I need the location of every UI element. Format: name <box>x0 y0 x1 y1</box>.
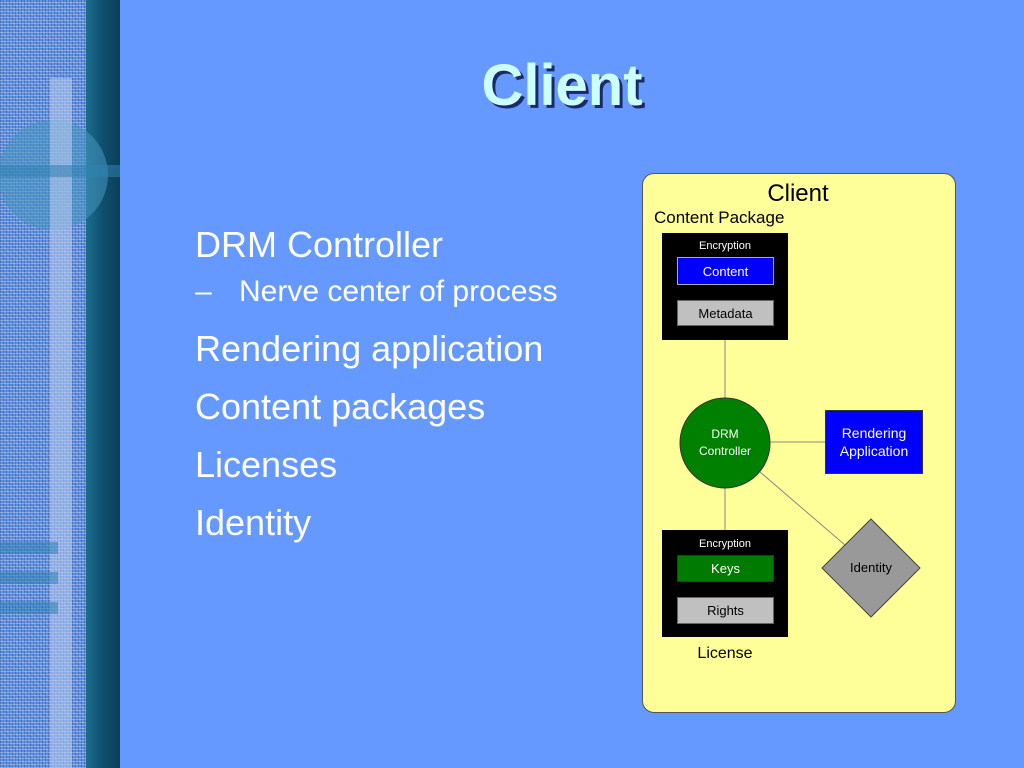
drm-controller-line1: DRM <box>711 427 739 441</box>
decorative-vertical-band <box>50 78 72 768</box>
license-encryption-label: Encryption <box>699 538 751 550</box>
connector-controller-identity <box>759 471 846 546</box>
package-encryption-label: Encryption <box>699 240 751 252</box>
sub-bullet-text: Nerve center of process <box>239 275 558 308</box>
panel-title: Client <box>767 180 829 207</box>
decorative-horizontal-band <box>0 572 58 584</box>
license-label: License <box>697 645 753 662</box>
drm-controller-line2: Controller <box>698 444 752 458</box>
decorative-dark-bar <box>86 0 120 768</box>
identity-diamond <box>821 518 921 618</box>
drm-controller-circle <box>679 397 771 489</box>
bullet-item: DRM Controller <box>195 224 444 265</box>
slide-title: Client <box>481 53 643 118</box>
decorative-horizontal-band <box>0 542 58 554</box>
rendering-line2: Application <box>839 443 909 459</box>
bullet-list: DRM Controller – Nerve center of process… <box>195 222 595 558</box>
keys-box: Keys <box>677 555 774 582</box>
bullet-item: Content packages <box>195 386 486 427</box>
bullet-item: Identity <box>195 502 312 543</box>
rendering-line1: Rendering <box>841 425 907 441</box>
decorative-horizontal-band <box>0 602 58 614</box>
bullet-item: Licenses <box>195 444 338 485</box>
content-box: Content <box>677 257 774 285</box>
rights-box: Rights <box>677 597 774 624</box>
rendering-application-box: Rendering Application <box>825 410 923 474</box>
dash-marker: – <box>195 275 212 308</box>
drm-controller-label: DRM Controller <box>680 426 770 460</box>
sub-bullet-item: – Nerve center of process <box>195 272 595 312</box>
identity-label: Identity <box>850 560 892 575</box>
decorative-horizontal-band <box>0 165 120 177</box>
bullet-item: Rendering application <box>195 328 544 369</box>
metadata-box: Metadata <box>677 300 774 326</box>
content-package-label: Content Package <box>654 208 785 227</box>
